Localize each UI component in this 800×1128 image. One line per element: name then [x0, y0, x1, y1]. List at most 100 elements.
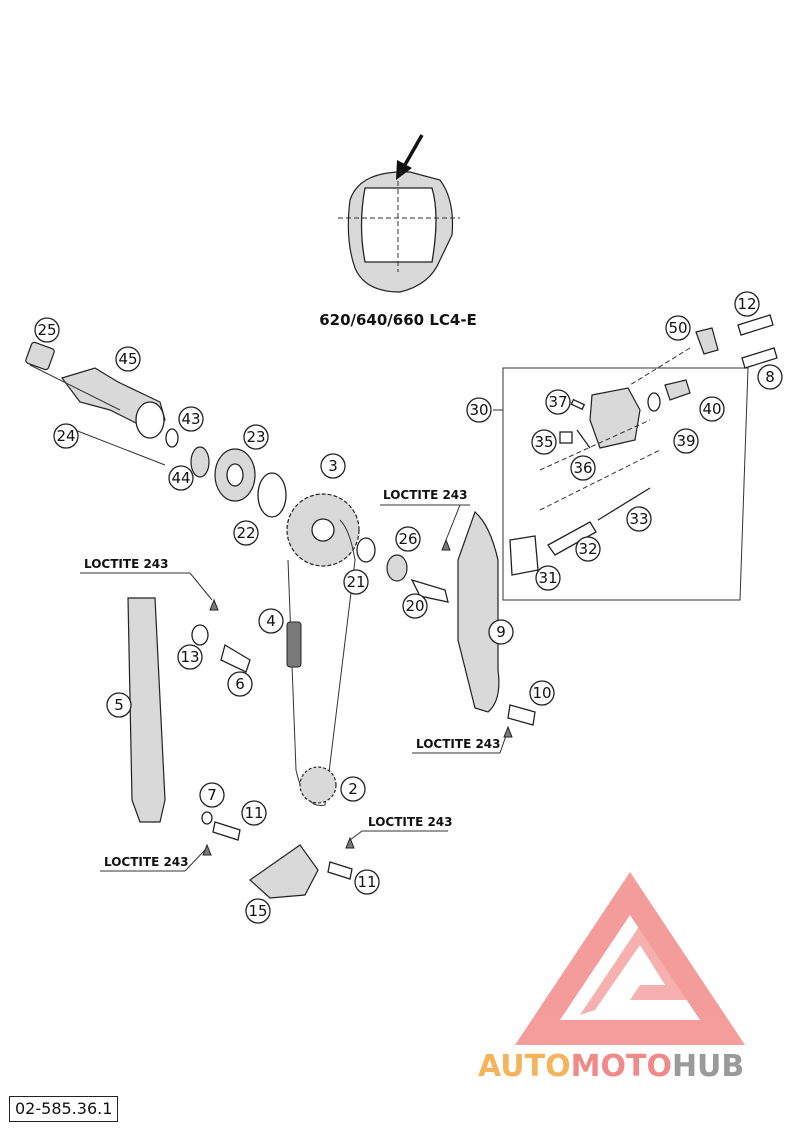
svg-text:25: 25	[37, 321, 56, 339]
callout-50: 50	[665, 315, 691, 341]
circlip-22-part	[257, 472, 287, 518]
tensioner-body-part	[589, 387, 641, 449]
chain-link-4-part	[286, 621, 302, 668]
plunger-35-part	[559, 431, 573, 444]
pin-37-part	[570, 398, 586, 411]
svg-text:33: 33	[629, 510, 648, 528]
loctite-leader-4	[349, 830, 363, 841]
svg-text:5: 5	[114, 696, 124, 714]
watermark-hub: HUB	[672, 1049, 744, 1084]
variant-label: 620/640/660 LC4-E	[319, 311, 477, 329]
loctite-drop-icon	[441, 538, 451, 551]
callout-44: 44	[168, 465, 194, 491]
crank-sprocket-part	[299, 766, 337, 804]
callout-25: 25	[34, 317, 60, 343]
svg-text:7: 7	[207, 786, 217, 804]
callout-35: 35	[531, 429, 557, 455]
svg-text:26: 26	[398, 530, 417, 548]
guide-15-part	[249, 844, 319, 899]
loctite-drop-icon	[202, 843, 212, 856]
bolt-32-part	[547, 521, 597, 556]
tensioner-rail-9-part	[457, 510, 500, 713]
callout-31: 31	[535, 565, 561, 591]
svg-text:24: 24	[56, 427, 75, 445]
screw-11a-part	[212, 821, 241, 841]
svg-text:30: 30	[469, 401, 488, 419]
cam-sprocket-hub-part	[311, 518, 335, 542]
screw-10-part	[507, 704, 536, 726]
callout-11b: 11	[354, 869, 380, 895]
svg-text:3: 3	[328, 457, 338, 475]
bolt-20-part	[410, 578, 449, 603]
guide-rail-5-part	[127, 597, 166, 823]
tensioner-box	[502, 367, 749, 601]
washer-21-part	[356, 537, 376, 563]
svg-text:23: 23	[246, 428, 265, 446]
callout-13: 13	[177, 644, 203, 670]
callout-37: 37	[545, 389, 571, 415]
loctite-drop-icon	[503, 725, 513, 738]
leader-24b	[29, 364, 121, 411]
washer-39-part	[647, 392, 661, 412]
watermark-auto: AUTO	[478, 1049, 571, 1084]
camshaft-gear-part	[135, 401, 165, 439]
callout-20: 20	[402, 593, 428, 619]
svg-text:10: 10	[532, 684, 551, 702]
callout-22: 22	[233, 520, 259, 546]
callout-8: 8	[757, 364, 783, 390]
tensioner-assembly	[493, 314, 778, 601]
callout-9: 9	[488, 619, 514, 645]
detail-view: 620/640/660 LC4-E	[319, 134, 477, 329]
callout-5: 5	[106, 692, 132, 718]
callout-45: 45	[115, 346, 141, 372]
callout-6: 6	[227, 671, 253, 697]
watermark-inner-mark	[580, 925, 690, 1015]
screw-12-part	[737, 314, 774, 336]
watermark-text: AUTOMOTOHUB	[478, 1049, 744, 1084]
loctite-label-1: LOCTITE 243	[383, 488, 468, 502]
tensioner-dash-a	[539, 419, 661, 511]
svg-text:21: 21	[346, 573, 365, 591]
tensioner-dash-b	[629, 347, 691, 386]
svg-text:32: 32	[578, 540, 597, 558]
svg-text:35: 35	[534, 433, 553, 451]
loctite-label-5: LOCTITE 243	[104, 855, 189, 869]
callout-15: 15	[245, 898, 271, 924]
svg-text:4: 4	[266, 612, 276, 630]
bearing-bore-part	[226, 463, 244, 487]
svg-text:13: 13	[180, 648, 199, 666]
callout-21: 21	[343, 569, 369, 595]
svg-text:39: 39	[676, 432, 695, 450]
pin-6-part	[220, 643, 251, 673]
loctite-drop-icon	[345, 836, 355, 849]
callout-7: 7	[199, 782, 225, 808]
gear-26-part	[386, 554, 408, 582]
gasket-31-part	[509, 535, 539, 576]
detail-arrow-icon	[400, 134, 424, 171]
loctite-leader-1	[445, 504, 461, 541]
camshaft-assembly	[25, 341, 287, 518]
svg-text:11: 11	[244, 804, 263, 822]
svg-text:15: 15	[248, 902, 267, 920]
watermark-moto: MOTO	[571, 1049, 672, 1084]
loctite-leader-2	[189, 572, 213, 601]
detail-arrow-head-icon	[396, 160, 412, 180]
detail-bore	[360, 187, 437, 263]
callouts: 25 45 24 43 44 23 22 3 21 26 20 4 5 13 6…	[34, 291, 783, 924]
svg-text:45: 45	[118, 350, 137, 368]
callout-40: 40	[699, 396, 725, 422]
callout-26: 26	[395, 526, 421, 552]
leader-24	[74, 429, 166, 466]
callout-11a: 11	[241, 800, 267, 826]
svg-text:40: 40	[702, 400, 721, 418]
callout-12: 12	[734, 291, 760, 317]
needle-bearing-part	[25, 341, 55, 371]
callout-33: 33	[626, 506, 652, 532]
loctite-label-3: LOCTITE 243	[416, 737, 501, 751]
svg-text:2: 2	[348, 780, 358, 798]
chain-guides	[127, 510, 536, 899]
watermark-triangle	[515, 872, 745, 1045]
spring-33-part	[597, 487, 651, 521]
clip-50-part	[695, 327, 719, 355]
screw-11b-part	[327, 861, 353, 880]
